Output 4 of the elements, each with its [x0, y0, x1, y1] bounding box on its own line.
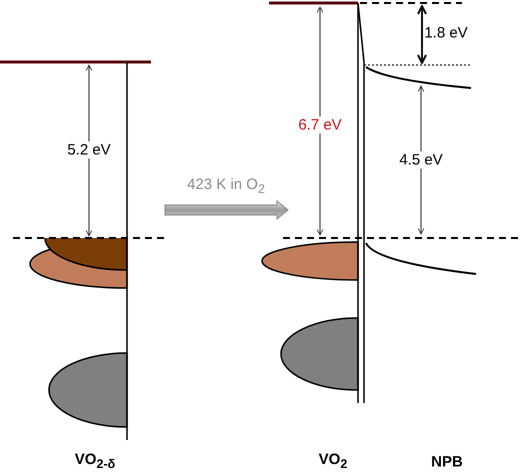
energy-value: 4.5 eV	[398, 152, 444, 168]
energy-value: 6.7 eV	[297, 116, 343, 134]
energy-value: 5.2 eV	[66, 142, 112, 158]
process-condition: 423 K in O$_{2}$	[186, 176, 266, 198]
